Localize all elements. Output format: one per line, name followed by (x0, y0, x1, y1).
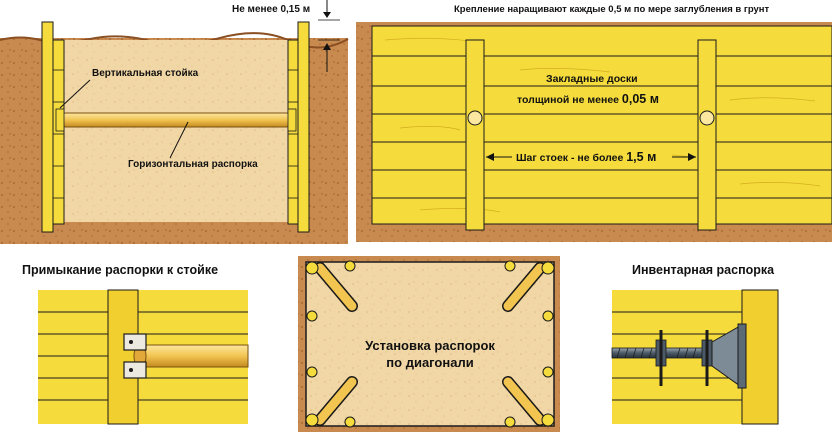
plan-frame-inner (305, 261, 555, 427)
horizontal-strut-label: Горизонтальная распорка (128, 159, 258, 170)
strut-end-right (699, 110, 715, 126)
strut-leader-line (169, 121, 189, 159)
diagonal-label-line2: по диагонали (386, 355, 473, 370)
trench-section-panel: Вертикальная стойка Горизонтальная распо… (0, 0, 349, 244)
elevation-board-field (371, 25, 832, 225)
post-pitch-label: Шаг стоек - не более 1,5 м (516, 150, 656, 164)
strut-junction-panel: Примыкание распорки к стойке (22, 263, 249, 425)
inventory-post (741, 289, 779, 425)
elevation-post-right (697, 39, 717, 231)
post-leader-line (59, 79, 91, 109)
inventory-strut-panel: Инвентарная распорка (611, 263, 779, 425)
elevation-boards (372, 55, 832, 199)
junction-post (107, 289, 139, 425)
left-vertical-post (41, 21, 54, 233)
top-right-note: Крепление наращивают каждые 0,5 м по мер… (454, 4, 770, 15)
wall-elevation-panel: Крепление наращивают каждые 0,5 м по мер… (356, 4, 832, 242)
inventory-strut-title: Инвентарная распорка (632, 263, 775, 277)
diagonal-strut-bottom-left (314, 376, 358, 426)
metal-bracket-top (123, 333, 147, 351)
min-depth-label: Не менее 0,15 м (232, 4, 310, 15)
diagonal-label-line1: Установка распорок (365, 338, 495, 353)
left-plank-wall (51, 39, 65, 225)
right-plank-wall (287, 39, 301, 225)
boards-label-line2: толщиной не менее 0,05 м (517, 92, 659, 106)
junction-strut (137, 344, 249, 368)
strut-junction-title: Примыкание распорки к стойке (22, 263, 218, 277)
diagonal-strut-bottom-right (502, 376, 546, 426)
horizontal-strut (59, 112, 293, 128)
strut-end-left (467, 110, 483, 126)
diagonal-struts-panel: Установка распорок по диагонали (298, 256, 560, 432)
diagonal-strut-top-right (502, 262, 546, 312)
diagonal-strut-top-left (314, 262, 358, 312)
elevation-post-left (465, 39, 485, 231)
trench-cavity (60, 40, 292, 222)
right-vertical-post (297, 21, 310, 233)
wing-nut-left (655, 330, 667, 386)
boards-label-line1: Закладные доски (546, 73, 638, 85)
metal-bracket-bottom (123, 361, 147, 379)
vertical-post-label: Вертикальная стойка (92, 68, 199, 79)
plan-post-ends (305, 260, 555, 428)
